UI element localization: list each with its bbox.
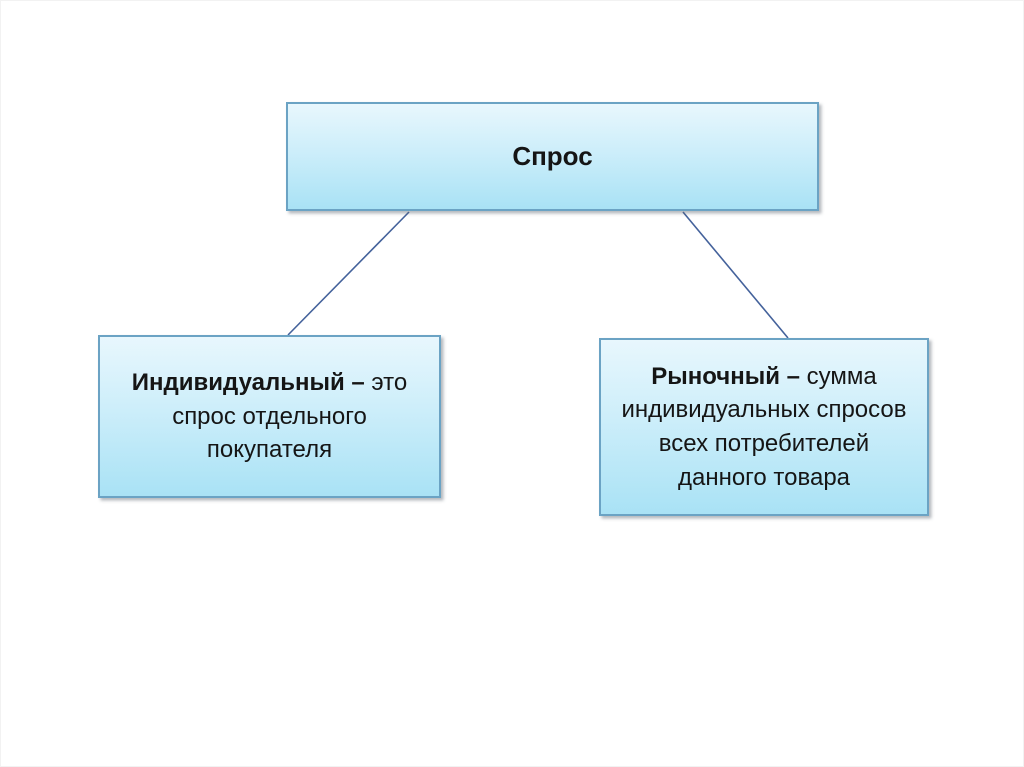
connector-root-to-right bbox=[682, 211, 789, 339]
connector-root-to-left bbox=[287, 211, 410, 336]
diagram-node-individual-body: это спрос отдельного покупателя bbox=[172, 369, 408, 464]
diagram-node-individual-text: Индивидуальный – это спрос отдельного по… bbox=[114, 366, 425, 467]
diagram-node-individual-title: Индивидуальный – bbox=[131, 369, 365, 397]
diagram-node-market-title: Рыночный – bbox=[651, 362, 800, 390]
diagram-node-demand-label: Спрос bbox=[512, 141, 593, 171]
diagram-node-market: Рыночный – сумма индивидуальных спросов … bbox=[599, 338, 929, 516]
diagram-node-market-text: Рыночный – сумма индивидуальных спросов … bbox=[615, 360, 913, 494]
diagram-node-individual: Индивидуальный – это спрос отдельного по… bbox=[98, 335, 441, 498]
diagram-node-market-body: сумма индивидуальных спросов всех потреб… bbox=[621, 362, 907, 491]
diagram-node-demand: Спрос bbox=[286, 102, 819, 211]
